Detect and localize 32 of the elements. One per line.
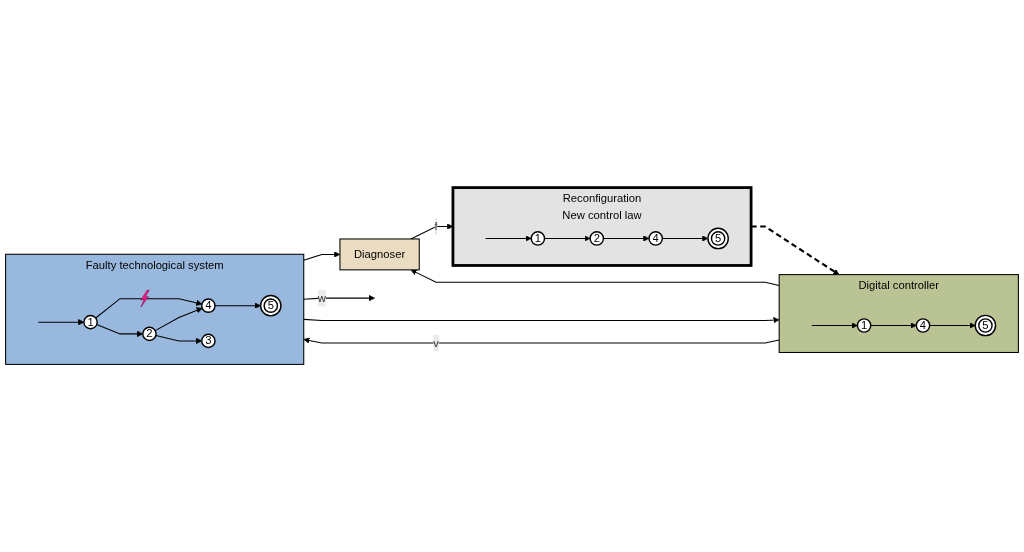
node-circle: 2: [589, 231, 605, 246]
edge-label: v: [433, 336, 439, 349]
arrow: [303, 295, 375, 302]
node-box: Diagnoser: [339, 238, 420, 271]
arrow: [602, 235, 650, 242]
arrow: [751, 225, 840, 275]
arrow: [544, 235, 591, 242]
arrow: [155, 334, 202, 344]
arrow: [303, 337, 780, 344]
node-circle: 2: [142, 326, 157, 342]
node-circle: 4: [648, 231, 664, 246]
arrow: [96, 324, 144, 337]
arrow: [870, 322, 917, 329]
arrow: [214, 302, 261, 309]
node-circle: 4: [915, 318, 931, 333]
arrow: [37, 319, 85, 326]
node-circle: 1: [530, 231, 546, 246]
arrow: [661, 235, 709, 242]
node-circle: 5: [974, 314, 997, 337]
edge-label: f: [434, 220, 438, 233]
arrow: [410, 269, 780, 287]
arrow: [303, 317, 780, 324]
edge-label: w: [317, 291, 326, 304]
arrow: [929, 322, 976, 329]
arrow: [95, 298, 203, 319]
node-circle: 3: [201, 333, 216, 349]
node-circle: 1: [83, 314, 98, 330]
arrow: [485, 235, 532, 242]
arrow: [811, 322, 858, 329]
node-circle: 4: [201, 298, 216, 314]
node-circle: 1: [856, 318, 872, 333]
arrow: [154, 307, 203, 332]
